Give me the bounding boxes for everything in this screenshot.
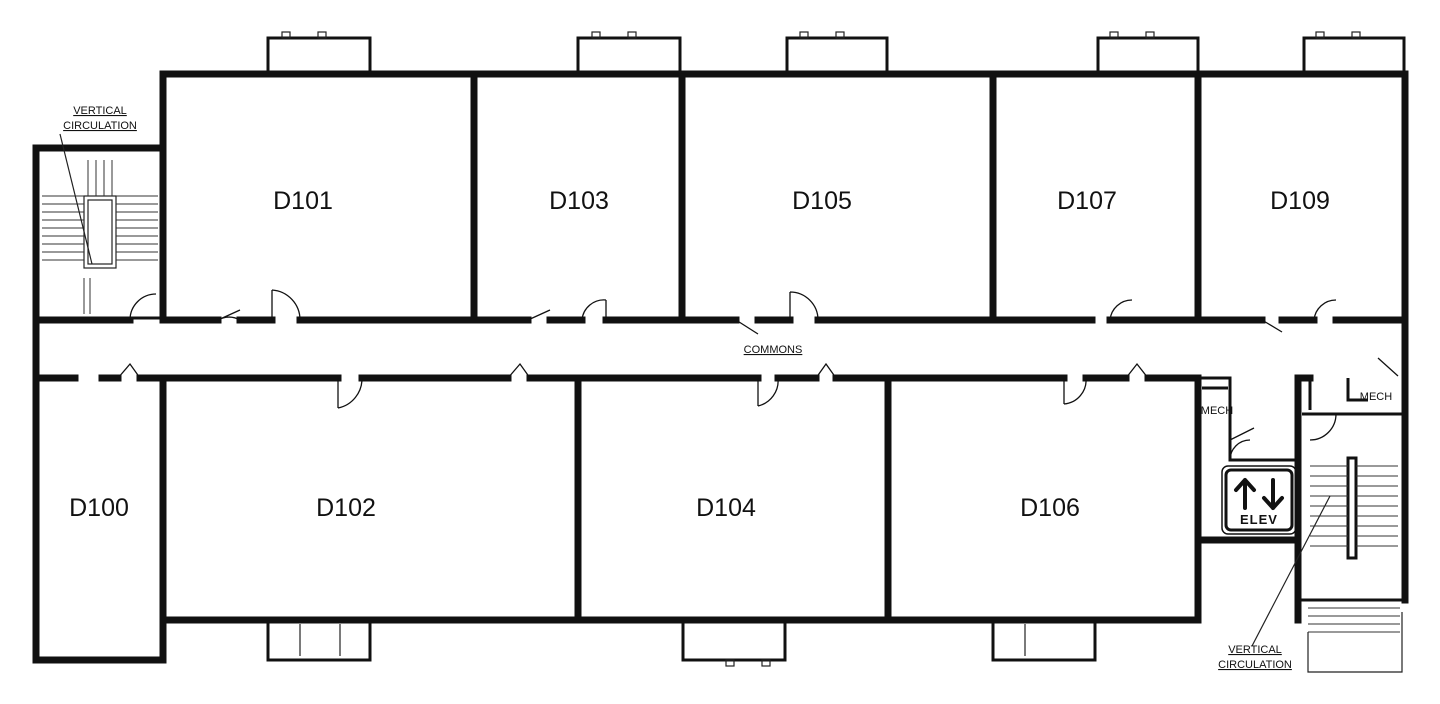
elevator-label: ELEV [1240, 512, 1278, 527]
room-d105: D105 [792, 187, 852, 215]
room-d100: D100 [69, 494, 129, 522]
mech-label-left: MECH [1201, 405, 1233, 417]
vertical-circulation-top-line2: CIRCULATION [63, 120, 137, 132]
elevator-up-down-icon [1234, 478, 1284, 510]
room-d104: D104 [696, 494, 756, 522]
room-d109: D109 [1270, 187, 1330, 215]
room-d103: D103 [549, 187, 609, 215]
room-labels: D101 D103 D105 D107 D109 D100 D102 D104 … [69, 187, 1330, 522]
door-swings [117, 289, 1399, 461]
bottom-bay-windows [266, 620, 1097, 667]
top-bay-windows [266, 31, 1406, 72]
vertical-circulation-bottom-line1: VERTICAL [1228, 644, 1282, 656]
partitions [159, 70, 1405, 664]
vertical-circulation-top-line1: VERTICAL [73, 105, 127, 117]
room-d101: D101 [273, 187, 333, 215]
room-d107: D107 [1057, 187, 1117, 215]
corridor-walls [32, 316, 1409, 382]
left-stair [42, 133, 158, 314]
mech-label-right: MECH [1360, 391, 1392, 403]
room-d106: D106 [1020, 494, 1080, 522]
annotation-labels: COMMONS VERTICAL CIRCULATION VERTICAL CI… [63, 105, 1392, 671]
room-d102: D102 [316, 494, 376, 522]
elevator-symbol: ELEV [1221, 465, 1297, 535]
right-stair [1251, 456, 1403, 673]
commons-label: COMMONS [744, 344, 803, 356]
vertical-circulation-bottom-line2: CIRCULATION [1218, 659, 1292, 671]
